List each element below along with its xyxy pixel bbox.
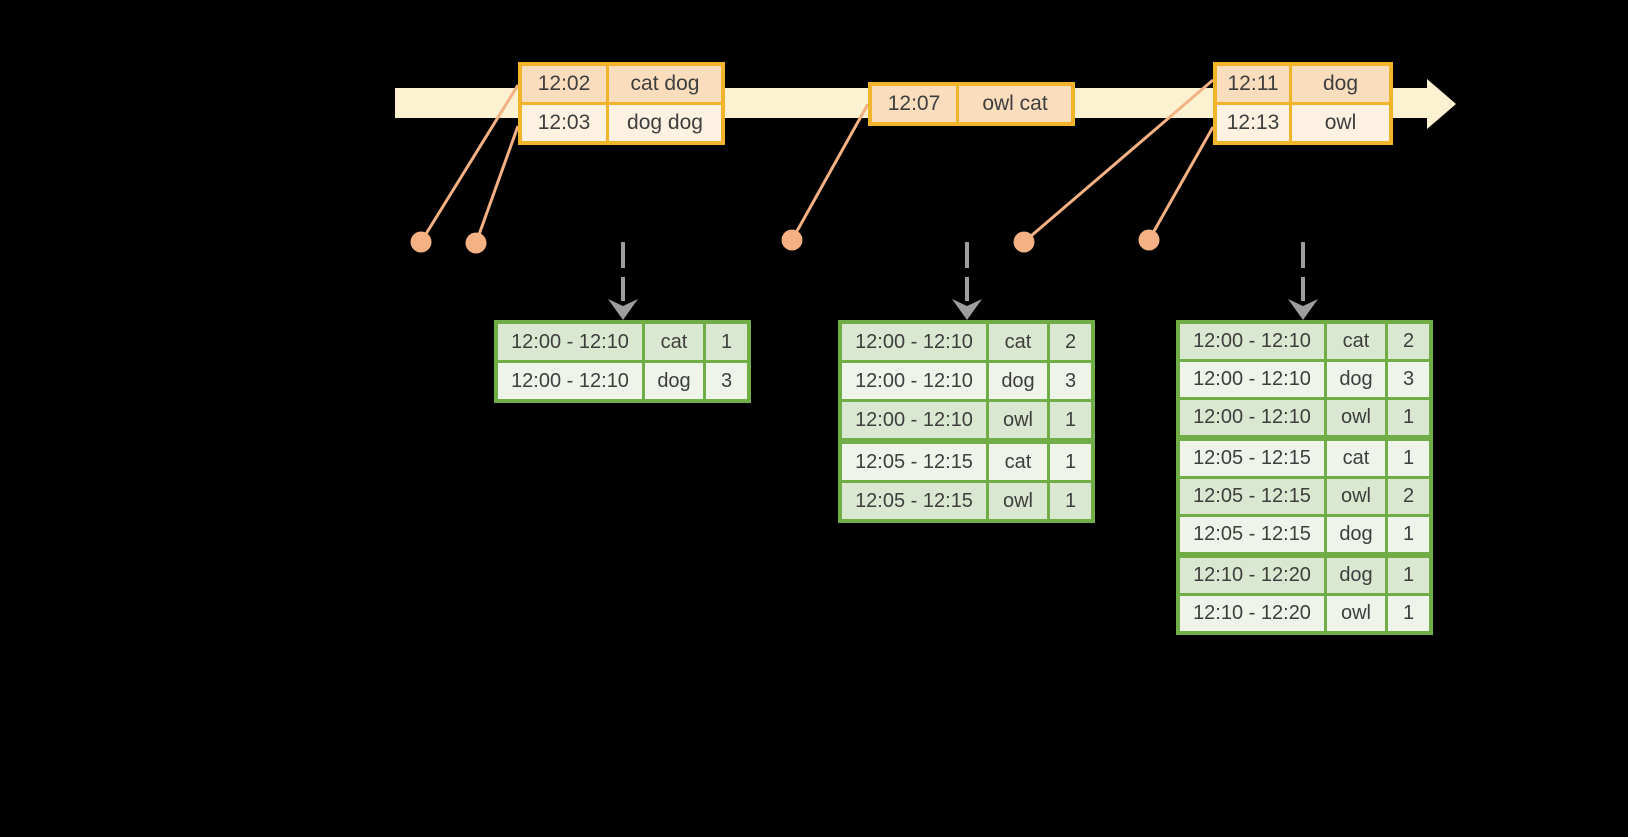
window-cell: 12:00 - 12:10	[498, 363, 642, 399]
trigger-arrowhead-icon	[952, 299, 982, 320]
window-cell: 12:00 - 12:10	[1180, 362, 1324, 397]
event-row: 12:02 cat dog	[522, 66, 721, 102]
event-dot-icon	[781, 229, 803, 251]
table-row: 12:00 - 12:10 cat 2	[842, 324, 1091, 360]
table-row: 12:05 - 12:15 cat 1	[842, 444, 1091, 480]
count-cell: 1	[706, 324, 747, 360]
count-cell: 1	[1388, 596, 1429, 631]
trigger-arrowhead-icon	[1288, 299, 1318, 320]
window-cell: 12:05 - 12:15	[842, 444, 986, 480]
event-time-cell: 12:13	[1217, 105, 1289, 141]
event-table-3: 12:11 dog 12:13 owl	[1213, 62, 1393, 145]
word-cell: owl	[1327, 596, 1385, 631]
window-cell: 12:00 - 12:10	[842, 402, 986, 438]
count-cell: 1	[1050, 402, 1091, 438]
count-cell: 1	[1050, 444, 1091, 480]
word-cell: owl	[1327, 400, 1385, 435]
event-connector-line	[474, 125, 520, 244]
event-table-1: 12:02 cat dog 12:03 dog dog	[518, 62, 725, 145]
window-cell: 12:05 - 12:15	[842, 483, 986, 519]
result-table-2: 12:00 - 12:10 cat 2 12:00 - 12:10 dog 3 …	[838, 320, 1095, 523]
window-cell: 12:00 - 12:10	[498, 324, 642, 360]
event-time-cell: 12:07	[872, 86, 956, 122]
result-table-3: 12:00 - 12:10 cat 2 12:00 - 12:10 dog 3 …	[1176, 320, 1433, 635]
word-cell: dog	[645, 363, 703, 399]
event-connector-line	[1023, 78, 1214, 244]
window-cell: 12:00 - 12:10	[842, 324, 986, 360]
table-row: 12:00 - 12:10 dog 3	[498, 363, 747, 399]
word-cell: owl	[1327, 479, 1385, 514]
event-table-2: 12:07 owl cat	[868, 82, 1075, 126]
word-cell: dog	[989, 363, 1047, 399]
table-row: 12:05 - 12:15 owl 2	[1180, 479, 1429, 514]
table-row: 12:00 - 12:10 dog 3	[1180, 362, 1429, 397]
count-cell: 1	[1388, 400, 1429, 435]
word-cell: dog	[1327, 517, 1385, 552]
table-row: 12:05 - 12:15 owl 1	[842, 483, 1091, 519]
count-cell: 1	[1050, 483, 1091, 519]
word-cell: owl	[989, 483, 1047, 519]
table-row: 12:05 - 12:15 cat 1	[1180, 441, 1429, 476]
table-row: 12:00 - 12:10 cat 1	[498, 324, 747, 360]
window-cell: 12:05 - 12:15	[1180, 441, 1324, 476]
event-row: 12:11 dog	[1217, 66, 1389, 102]
word-cell: cat	[645, 324, 703, 360]
event-words-cell: owl	[1292, 105, 1389, 141]
window-cell: 12:00 - 12:10	[1180, 324, 1324, 359]
trigger-arrowhead-icon	[608, 299, 638, 320]
event-time-cell: 12:02	[522, 66, 606, 102]
table-row: 12:00 - 12:10 cat 2	[1180, 324, 1429, 359]
count-cell: 1	[1388, 517, 1429, 552]
event-connector-line	[419, 84, 520, 243]
window-cell: 12:00 - 12:10	[842, 363, 986, 399]
word-cell: cat	[1327, 324, 1385, 359]
event-words-cell: dog dog	[609, 105, 721, 141]
event-connector-line	[790, 103, 870, 241]
window-cell: 12:05 - 12:15	[1180, 479, 1324, 514]
event-words-cell: cat dog	[609, 66, 721, 102]
count-cell: 3	[1388, 362, 1429, 397]
event-time-cell: 12:11	[1217, 66, 1289, 102]
table-row: 12:10 - 12:20 owl 1	[1180, 596, 1429, 631]
event-row: 12:13 owl	[1217, 105, 1389, 141]
table-row: 12:00 - 12:10 owl 1	[842, 402, 1091, 438]
word-cell: dog	[1327, 558, 1385, 593]
timeline-arrowhead-icon	[1427, 79, 1456, 129]
table-row: 12:00 - 12:10 owl 1	[1180, 400, 1429, 435]
event-row: 12:07 owl cat	[872, 86, 1071, 122]
event-words-cell: owl cat	[959, 86, 1071, 122]
count-cell: 1	[1388, 441, 1429, 476]
count-cell: 2	[1388, 479, 1429, 514]
count-cell: 3	[706, 363, 747, 399]
count-cell: 2	[1388, 324, 1429, 359]
word-cell: dog	[1327, 362, 1385, 397]
window-cell: 12:10 - 12:20	[1180, 596, 1324, 631]
table-row: 12:10 - 12:20 dog 1	[1180, 558, 1429, 593]
window-cell: 12:10 - 12:20	[1180, 558, 1324, 593]
event-dot-icon	[465, 232, 487, 254]
event-connector-line	[1147, 126, 1215, 241]
window-cell: 12:00 - 12:10	[1180, 400, 1324, 435]
event-dot-icon	[1138, 229, 1160, 251]
window-cell: 12:05 - 12:15	[1180, 517, 1324, 552]
word-cell: cat	[1327, 441, 1385, 476]
count-cell: 2	[1050, 324, 1091, 360]
word-cell: cat	[989, 324, 1047, 360]
event-words-cell: dog	[1292, 66, 1389, 102]
table-row: 12:00 - 12:10 dog 3	[842, 363, 1091, 399]
event-dot-icon	[410, 231, 432, 253]
result-table-1: 12:00 - 12:10 cat 1 12:00 - 12:10 dog 3	[494, 320, 751, 403]
word-cell: cat	[989, 444, 1047, 480]
count-cell: 3	[1050, 363, 1091, 399]
event-row: 12:03 dog dog	[522, 105, 721, 141]
count-cell: 1	[1388, 558, 1429, 593]
event-dot-icon	[1013, 231, 1035, 253]
event-time-cell: 12:03	[522, 105, 606, 141]
word-cell: owl	[989, 402, 1047, 438]
table-row: 12:05 - 12:15 dog 1	[1180, 517, 1429, 552]
